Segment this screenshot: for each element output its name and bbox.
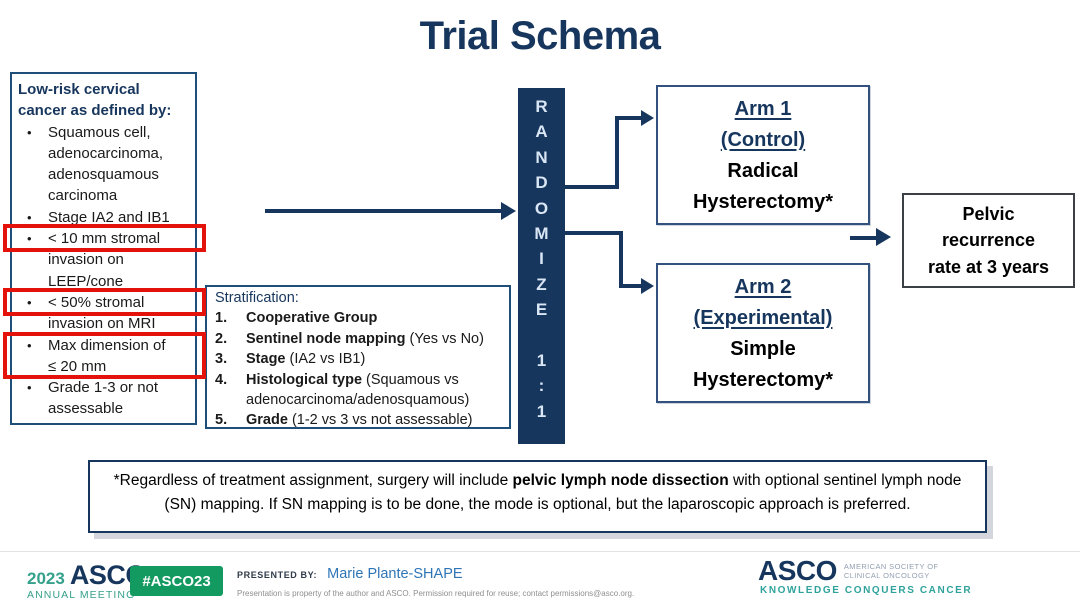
criteria-header: Low-risk cervical cancer as defined by: <box>18 81 172 120</box>
annual-meeting-label: ANNUAL MEETING <box>27 589 136 601</box>
item-number: 3. <box>215 351 228 368</box>
connector-arm2-line <box>619 231 623 288</box>
item-number: 1. <box>215 310 228 327</box>
arm1-box: Arm 1 (Control) Radical Hysterectomy* <box>656 85 870 225</box>
arrow-right-icon <box>501 202 516 220</box>
asco-society-label: AMERICAN SOCIETY OF CLINICAL ONCOLOGY <box>843 562 939 580</box>
arm1-treatment: Radical Hysterectomy* <box>692 160 834 213</box>
item-number: 4. <box>215 371 228 388</box>
stratification-item: 3. Stage (IA2 vs IB1) <box>215 349 503 369</box>
presented-by-label: PRESENTED BY: <box>237 570 318 580</box>
asco-tagline: KNOWLEDGE CONQUERS CANCER <box>760 585 973 596</box>
footnote-box: *Regardless of treatment assignment, sur… <box>88 460 987 533</box>
arm1-subtitle: (Control) <box>720 129 806 151</box>
criteria-item: • Max dimension of ≤ 20 mm <box>18 335 191 378</box>
footer-divider <box>0 551 1080 552</box>
bullet-icon: • <box>27 294 32 310</box>
arm2-treatment: Simple Hysterectomy* <box>692 338 834 391</box>
criteria-text: Max dimension of ≤ 20 mm <box>48 336 166 375</box>
connector-arm1-line <box>565 185 619 189</box>
stratification-item: 1. Cooperative Group <box>215 308 503 328</box>
page-title: Trial Schema <box>419 14 661 58</box>
item-text: Histological type (Squamous vs adenocarc… <box>246 371 470 409</box>
footnote-text: with optional sentinel lymph node (SN) m… <box>164 472 962 513</box>
asco-logo: ASCO AMERICAN SOCIETY OF CLINICAL ONCOLO… <box>758 555 1080 597</box>
stratification-item: 5. Grade (1-2 vs 3 vs not assessable) <box>215 410 503 430</box>
asco-annual-meeting-logo: 2023 ASCO ANNUAL MEETING <box>27 562 146 602</box>
item-number: 2. <box>215 330 228 347</box>
connector-input-line <box>265 209 503 213</box>
criteria-text: Stage IA2 and IB1 <box>48 208 170 226</box>
criteria-item: • < 10 mm stromal invasion on LEEP/cone <box>18 228 191 292</box>
highlight-red-box-1 <box>3 224 206 252</box>
connector-outcome-line <box>850 236 878 240</box>
footnote-text: *Regardless of treatment assignment, sur… <box>113 472 513 489</box>
criteria-text: Grade 1-3 or not assessable <box>48 379 159 418</box>
footnote-bold-text: pelvic lymph node dissection <box>512 472 729 489</box>
connector-arm2-line <box>565 231 623 235</box>
highlight-red-box-3 <box>3 332 206 379</box>
stratification-item: 2. Sentinel node mapping (Yes vs No) <box>215 329 503 349</box>
criteria-item: • Stage IA2 and IB1 <box>18 207 191 228</box>
criteria-item: • Grade 1-3 or not assessable <box>18 377 191 420</box>
criteria-item: • < 50% stromal invasion on MRI <box>18 292 191 335</box>
arm2-box: Arm 2 (Experimental) Simple Hysterectomy… <box>656 263 870 403</box>
connector-arm1-line <box>615 116 642 120</box>
hashtag-badge: #ASCO23 <box>130 566 223 596</box>
bullet-icon: • <box>27 209 32 225</box>
primary-outcome-box: Pelvic recurrence rate at 3 years <box>902 193 1075 288</box>
presenter-name: Marie Plante-SHAPE <box>327 566 463 582</box>
connector-arm2-line <box>619 284 642 288</box>
item-text: Stage (IA2 vs IB1) <box>246 351 366 368</box>
bullet-icon: • <box>27 337 32 353</box>
item-text: Sentinel node mapping (Yes vs No) <box>246 330 484 347</box>
bullet-icon: • <box>27 231 32 247</box>
arrow-right-icon <box>641 110 654 126</box>
item-text: Cooperative Group <box>246 310 378 327</box>
arrow-right-icon <box>876 228 891 246</box>
highlight-red-box-2 <box>3 288 206 316</box>
eligibility-criteria-box: Low-risk cervical cancer as defined by: … <box>3 72 206 425</box>
stratification-item: 4. Histological type (Squamous vs adenoc… <box>215 370 503 411</box>
bullet-icon: • <box>27 380 32 396</box>
item-number: 5. <box>215 412 228 429</box>
stratification-header: Stratification: <box>215 290 299 306</box>
arm2-subtitle: (Experimental) <box>693 307 833 329</box>
criteria-text: < 10 mm stromal invasion on LEEP/cone <box>48 230 161 290</box>
connector-arm1-line <box>615 116 619 189</box>
criteria-text: < 50% stromal invasion on MRI <box>48 293 156 333</box>
criteria-item: • Squamous cell, adenocarcinoma, adenosq… <box>18 122 191 207</box>
criteria-text: Squamous cell, adenocarcinoma, adenosqua… <box>48 123 164 205</box>
bullet-icon: • <box>27 124 32 140</box>
arm2-title: Arm 2 <box>734 276 792 298</box>
copyright-disclaimer: Presentation is property of the author a… <box>237 589 635 598</box>
arrow-right-icon <box>641 278 654 294</box>
meeting-year: 2023 <box>27 569 65 588</box>
arm1-title: Arm 1 <box>734 98 792 120</box>
item-text: Grade (1-2 vs 3 vs not assessable) <box>246 412 473 429</box>
randomize-box: R A N D O M I Z E 1 : 1 <box>518 88 565 444</box>
presented-by-row: PRESENTED BY: Marie Plante-SHAPE <box>237 566 463 582</box>
stratification-box: Stratification: 1. Cooperative Group 2. … <box>205 285 511 429</box>
asco-wordmark: ASCO <box>758 555 837 586</box>
